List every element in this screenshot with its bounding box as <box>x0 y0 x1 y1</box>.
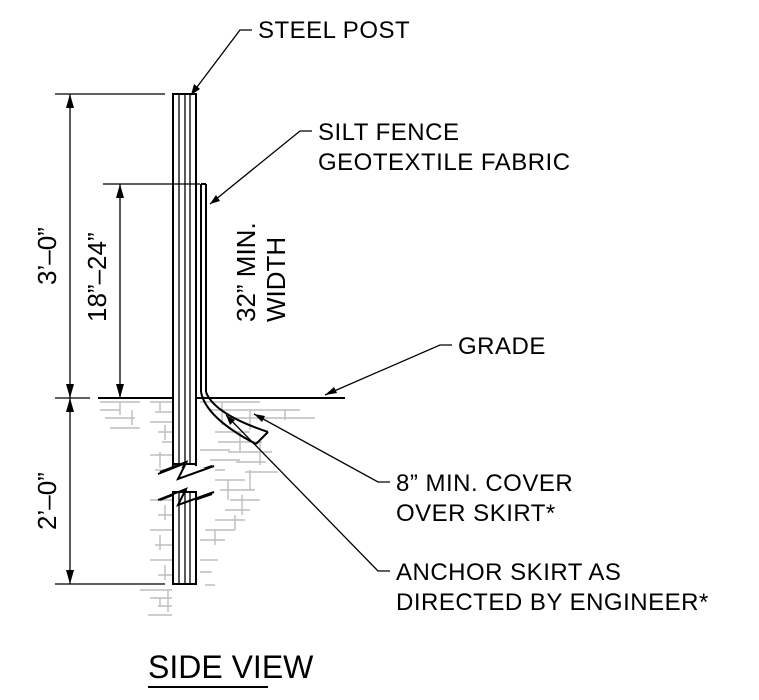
soil-hatching <box>100 401 315 616</box>
dimension-fence-height: 18”–24” <box>82 183 200 398</box>
label-steel-post: STEEL POST <box>258 17 410 44</box>
label-grade: GRADE <box>458 333 546 360</box>
label-cover-line1: 8” MIN. COVER <box>396 470 573 497</box>
label-anchor-line1: ANCHOR SKIRT AS <box>396 559 621 586</box>
silt-fence-fabric <box>200 183 269 445</box>
dimension-label-2ft: 2’–0” <box>32 472 62 530</box>
leader-grade <box>324 344 452 396</box>
fabric-width-label-line1: 32” MIN. <box>231 222 261 322</box>
label-silt-fence-line2: GEOTEXTILE FABRIC <box>318 149 571 176</box>
leader-silt-fence <box>209 130 312 205</box>
fabric-width-label-line2: WIDTH <box>261 237 291 322</box>
label-cover-line2: OVER SKIRT* <box>396 500 556 527</box>
dimension-label-18-24: 18”–24” <box>82 232 112 322</box>
steel-post <box>157 93 215 585</box>
leader-steel-post <box>190 29 252 96</box>
label-silt-fence-line1: SILT FENCE <box>318 119 459 146</box>
dimension-post-below-grade: 2’–0” <box>32 398 165 585</box>
dimension-label-3ft: 3’–0” <box>32 227 62 285</box>
leader-anchor-skirt <box>225 414 390 572</box>
label-anchor-line2: DIRECTED BY ENGINEER* <box>396 589 709 616</box>
dimension-post-above-grade: 3’–0” <box>32 93 165 399</box>
leader-cover <box>253 413 390 483</box>
view-title: SIDE VIEW <box>148 649 314 685</box>
